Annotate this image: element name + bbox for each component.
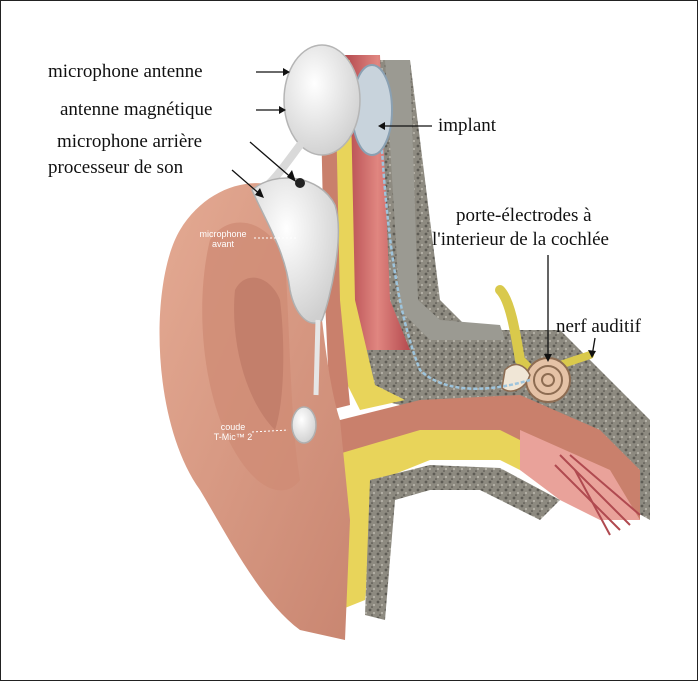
label-microphone-avant-line2: avant xyxy=(193,239,253,249)
label-processeur-de-son: processeur de son xyxy=(48,157,183,179)
label-implant: implant xyxy=(438,115,496,137)
label-porte-electrodes-line2: l'interieur de la cochlée xyxy=(432,229,609,251)
label-porte-electrodes-line1: porte-électrodes à xyxy=(456,205,592,227)
label-nerf-auditif: nerf auditif xyxy=(556,316,641,338)
label-microphone-avant-line1: microphone xyxy=(193,229,253,239)
label-antenne-magnetique: antenne magnétique xyxy=(60,99,212,121)
label-microphone-arriere: microphone arrière xyxy=(57,131,202,153)
label-coude-line2: T-Mic™ 2 xyxy=(208,432,258,442)
label-microphone-antenne: microphone antenne xyxy=(48,61,203,83)
label-coude-line1: coude xyxy=(208,422,258,432)
label-coude: coude T-Mic™ 2 xyxy=(208,422,258,442)
label-microphone-avant: microphone avant xyxy=(193,229,253,249)
ear-canal-section xyxy=(300,395,640,620)
